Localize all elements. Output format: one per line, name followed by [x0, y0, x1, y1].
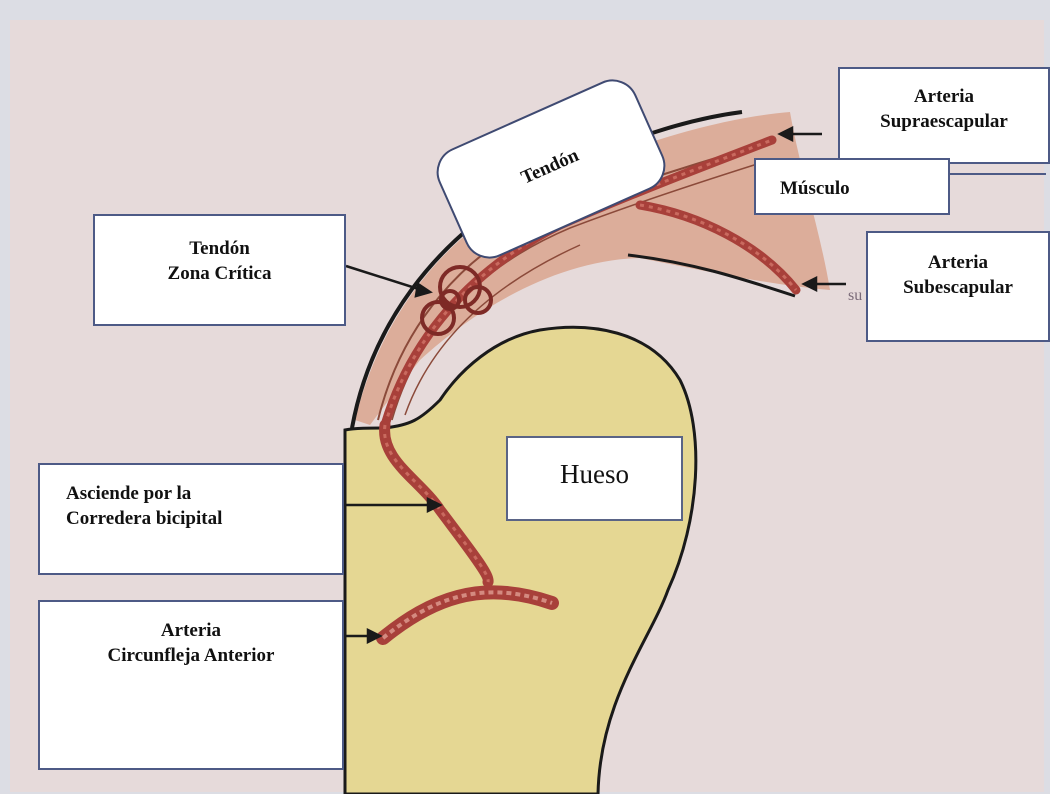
subescapular-line1: Arteria	[868, 250, 1048, 275]
circumflex-artery-label: Arteria Circunfleja Anterior	[38, 600, 344, 770]
muscle-label-text: Músculo	[780, 176, 948, 201]
bicipital-groove-label: Asciende por la Corredera bicipital	[38, 463, 344, 575]
bicipital-line2: Corredera bicipital	[66, 506, 342, 531]
tendon-critical-zone-label: Tendón Zona Crítica	[93, 214, 346, 326]
bone-label-text: Hueso	[508, 462, 681, 487]
fragment-text: su	[848, 287, 862, 305]
supraescapular-line1: Arteria	[840, 84, 1048, 109]
circumflex-line2: Circunfleja Anterior	[40, 643, 342, 668]
bone-label: Hueso	[506, 436, 683, 521]
supraescapular-line2: Supraescapular	[840, 109, 1048, 134]
tendon-critical-zone-line1: Tendón	[95, 236, 344, 261]
subescapular-line2: Subescapular	[868, 275, 1048, 300]
subescapular-artery-label: Arteria Subescapular	[866, 231, 1050, 342]
circumflex-line1: Arteria	[40, 618, 342, 643]
bicipital-line1: Asciende por la	[66, 481, 342, 506]
supraescapular-artery-label: Arteria Supraescapular	[838, 67, 1050, 164]
muscle-label: Músculo	[754, 158, 950, 215]
tendon-critical-zone-line2: Zona Crítica	[95, 261, 344, 286]
